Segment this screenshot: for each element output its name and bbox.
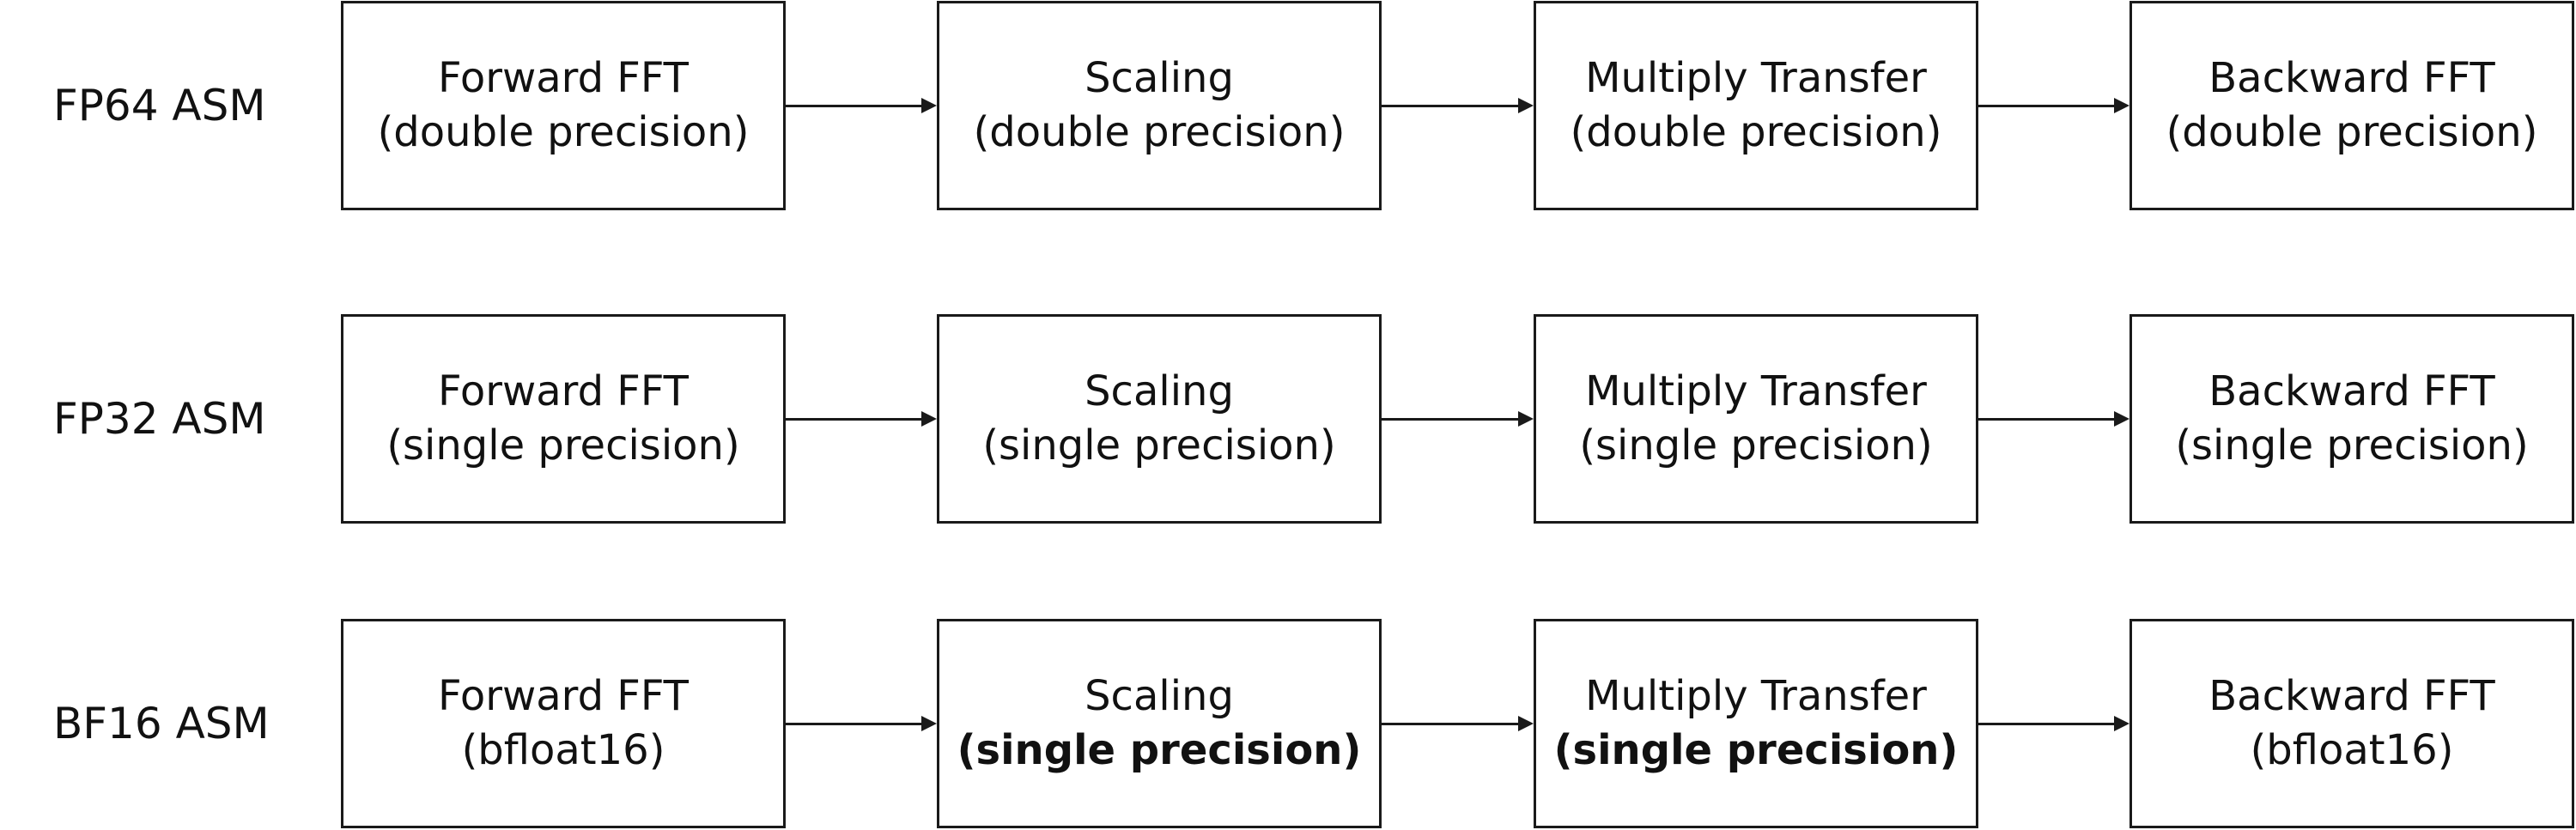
stage-name: Multiply Transfer xyxy=(1585,367,1927,415)
row-label-fp32: FP32 ASM xyxy=(53,394,266,444)
stage-box-bf16-scaling: Scaling (single precision) xyxy=(937,619,1382,828)
stage-box-fp64-forward-fft: Forward FFT (double precision) xyxy=(341,1,786,210)
stage-name: Multiply Transfer xyxy=(1585,54,1927,102)
stage-box-fp32-backward-fft: Backward FFT (single precision) xyxy=(2129,314,2574,524)
row-label-fp64: FP64 ASM xyxy=(53,81,266,130)
stage-box-fp32-forward-fft: Forward FFT (single precision) xyxy=(341,314,786,524)
stage-precision: (bfloat16) xyxy=(461,726,665,774)
stage-name: Scaling xyxy=(1084,367,1234,415)
stage-precision: (single precision) xyxy=(1553,726,1959,774)
stage-name: Multiply Transfer xyxy=(1585,672,1927,720)
stage-name: Forward FFT xyxy=(438,672,689,720)
stage-name: Scaling xyxy=(1084,54,1234,102)
stage-name: Backward FFT xyxy=(2208,54,2495,102)
stage-precision: (single precision) xyxy=(386,421,740,470)
stage-box-fp32-multiply-transfer: Multiply Transfer (single precision) xyxy=(1534,314,1978,524)
stage-name: Scaling xyxy=(1084,672,1234,720)
stage-precision: (double precision) xyxy=(1570,108,1942,156)
stage-precision: (single precision) xyxy=(957,726,1362,774)
stage-name: Backward FFT xyxy=(2208,367,2495,415)
row-label-bf16: BF16 ASM xyxy=(53,699,270,748)
stage-box-bf16-forward-fft: Forward FFT (bfloat16) xyxy=(341,619,786,828)
stage-precision: (single precision) xyxy=(1579,421,1933,470)
stage-name: Forward FFT xyxy=(438,367,689,415)
stage-precision: (double precision) xyxy=(377,108,750,156)
stage-precision: (single precision) xyxy=(982,421,1336,470)
stage-box-fp64-scaling: Scaling (double precision) xyxy=(937,1,1382,210)
stage-box-bf16-backward-fft: Backward FFT (bfloat16) xyxy=(2129,619,2574,828)
stage-precision: (double precision) xyxy=(2166,108,2538,156)
stage-box-bf16-multiply-transfer: Multiply Transfer (single precision) xyxy=(1534,619,1978,828)
stage-precision: (single precision) xyxy=(2175,421,2529,470)
stage-box-fp32-scaling: Scaling (single precision) xyxy=(937,314,1382,524)
stage-box-fp64-multiply-transfer: Multiply Transfer (double precision) xyxy=(1534,1,1978,210)
stage-precision: (bfloat16) xyxy=(2250,726,2454,774)
stage-precision: (double precision) xyxy=(973,108,1346,156)
stage-name: Backward FFT xyxy=(2208,672,2495,720)
stage-name: Forward FFT xyxy=(438,54,689,102)
stage-box-fp64-backward-fft: Backward FFT (double precision) xyxy=(2129,1,2574,210)
